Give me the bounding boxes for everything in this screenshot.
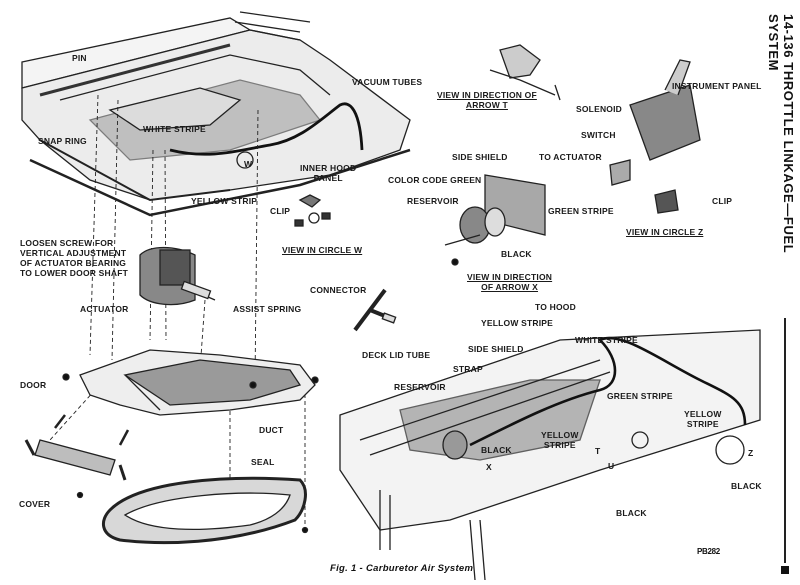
label-green-stripe-eng: GREEN STRIPE: [607, 391, 673, 401]
view-in-circle-z: VIEW IN CIRCLE Z: [626, 227, 704, 237]
label-yellow-strip: YELLOW STRIP: [191, 196, 258, 206]
label-instrument-panel: INSTRUMENT PANEL: [672, 81, 762, 91]
label-loosen-screw: LOOSEN SCREW FOR VERTICAL ADJUSTMENT OF …: [20, 238, 128, 278]
label-reservoir-x: RESERVOIR: [407, 196, 459, 206]
label-yellow-stripe-eng: YELLOW STRIPE: [481, 318, 554, 328]
label-white-stripe-top: WHITE STRIPE: [143, 124, 206, 134]
label-inner-hood-panel: INNER HOOD PANEL: [300, 163, 357, 183]
label-actuator: ACTUATOR: [80, 304, 129, 314]
marker-t: T: [595, 446, 601, 456]
label-white-stripe-eng: WHITE STRIPE: [575, 335, 638, 345]
margin-rule: [784, 318, 786, 563]
seal-drawing: [101, 476, 309, 545]
section-header: 14-136 THROTTLE LINKAGE—FUEL SYSTEM: [766, 14, 796, 254]
label-assist-spring: ASSIST SPRING: [233, 304, 302, 314]
plate-code: PB282: [697, 547, 720, 556]
label-green-stripe-x: GREEN STRIPE: [548, 206, 614, 216]
view-in-direction-arrow-x: VIEW IN DIRECTION OF ARROW X: [467, 272, 553, 292]
door-and-cover-drawing: [24, 414, 130, 499]
engine-compartment-drawing: [339, 329, 761, 581]
marker-x: X: [486, 462, 492, 472]
label-connector: CONNECTOR: [310, 285, 367, 295]
label-seal: SEAL: [251, 457, 275, 467]
label-solenoid: SOLENOID: [576, 104, 622, 114]
label-vacuum-tubes: VACUUM TUBES: [352, 77, 423, 87]
label-black-eng-left: BLACK: [481, 445, 512, 455]
connector-drawing: [353, 288, 397, 332]
label-clip-w: CLIP: [270, 206, 291, 216]
label-door: DOOR: [20, 380, 47, 390]
actuator-drawing: [139, 246, 216, 306]
label-black-x: BLACK: [501, 249, 532, 259]
label-clip-z: CLIP: [712, 196, 733, 206]
hood-underside-drawing: [21, 11, 411, 217]
duct-drawing: [62, 349, 319, 416]
marker-u: U: [608, 461, 615, 471]
label-side-shield-x: SIDE SHIELD: [452, 152, 508, 162]
view-in-circle-w: VIEW IN CIRCLE W: [282, 245, 363, 255]
figure-caption: Fig. 1 - Carburetor Air System: [330, 563, 474, 574]
clip-w-drawing: [294, 194, 331, 227]
label-duct: DUCT: [259, 425, 284, 435]
arrow-t-view-drawing: [489, 44, 561, 101]
label-yellow-stripe-mid: YELLOW STRIPE: [541, 430, 579, 450]
label-strap: STRAP: [453, 364, 483, 374]
label-black-eng-mid: BLACK: [616, 508, 647, 518]
label-switch: SWITCH: [581, 130, 616, 140]
reservoir-x-drawing: [444, 174, 546, 266]
margin-square-marker: [781, 566, 789, 574]
label-snap-ring: SNAP RING: [38, 136, 87, 146]
instrument-panel-drawing: [609, 59, 701, 214]
label-reservoir-eng: RESERVOIR: [394, 382, 446, 392]
label-deck-lid-tube: DECK LID TUBE: [362, 350, 431, 360]
view-in-direction-arrow-t: VIEW IN DIRECTION OF ARROW T: [437, 90, 537, 110]
label-black-eng-right: BLACK: [731, 481, 762, 491]
label-yellow-stripe-right: YELLOW STRIPE: [684, 409, 722, 429]
label-to-hood: TO HOOD: [535, 302, 576, 312]
label-color-code-green: COLOR CODE GREEN: [388, 175, 482, 185]
label-to-actuator: TO ACTUATOR: [539, 152, 602, 162]
marker-z: Z: [748, 448, 754, 458]
marker-w: W: [244, 159, 253, 169]
label-side-shield-eng: SIDE SHIELD: [468, 344, 524, 354]
label-pin: PIN: [72, 53, 87, 63]
label-cover: COVER: [19, 499, 51, 509]
